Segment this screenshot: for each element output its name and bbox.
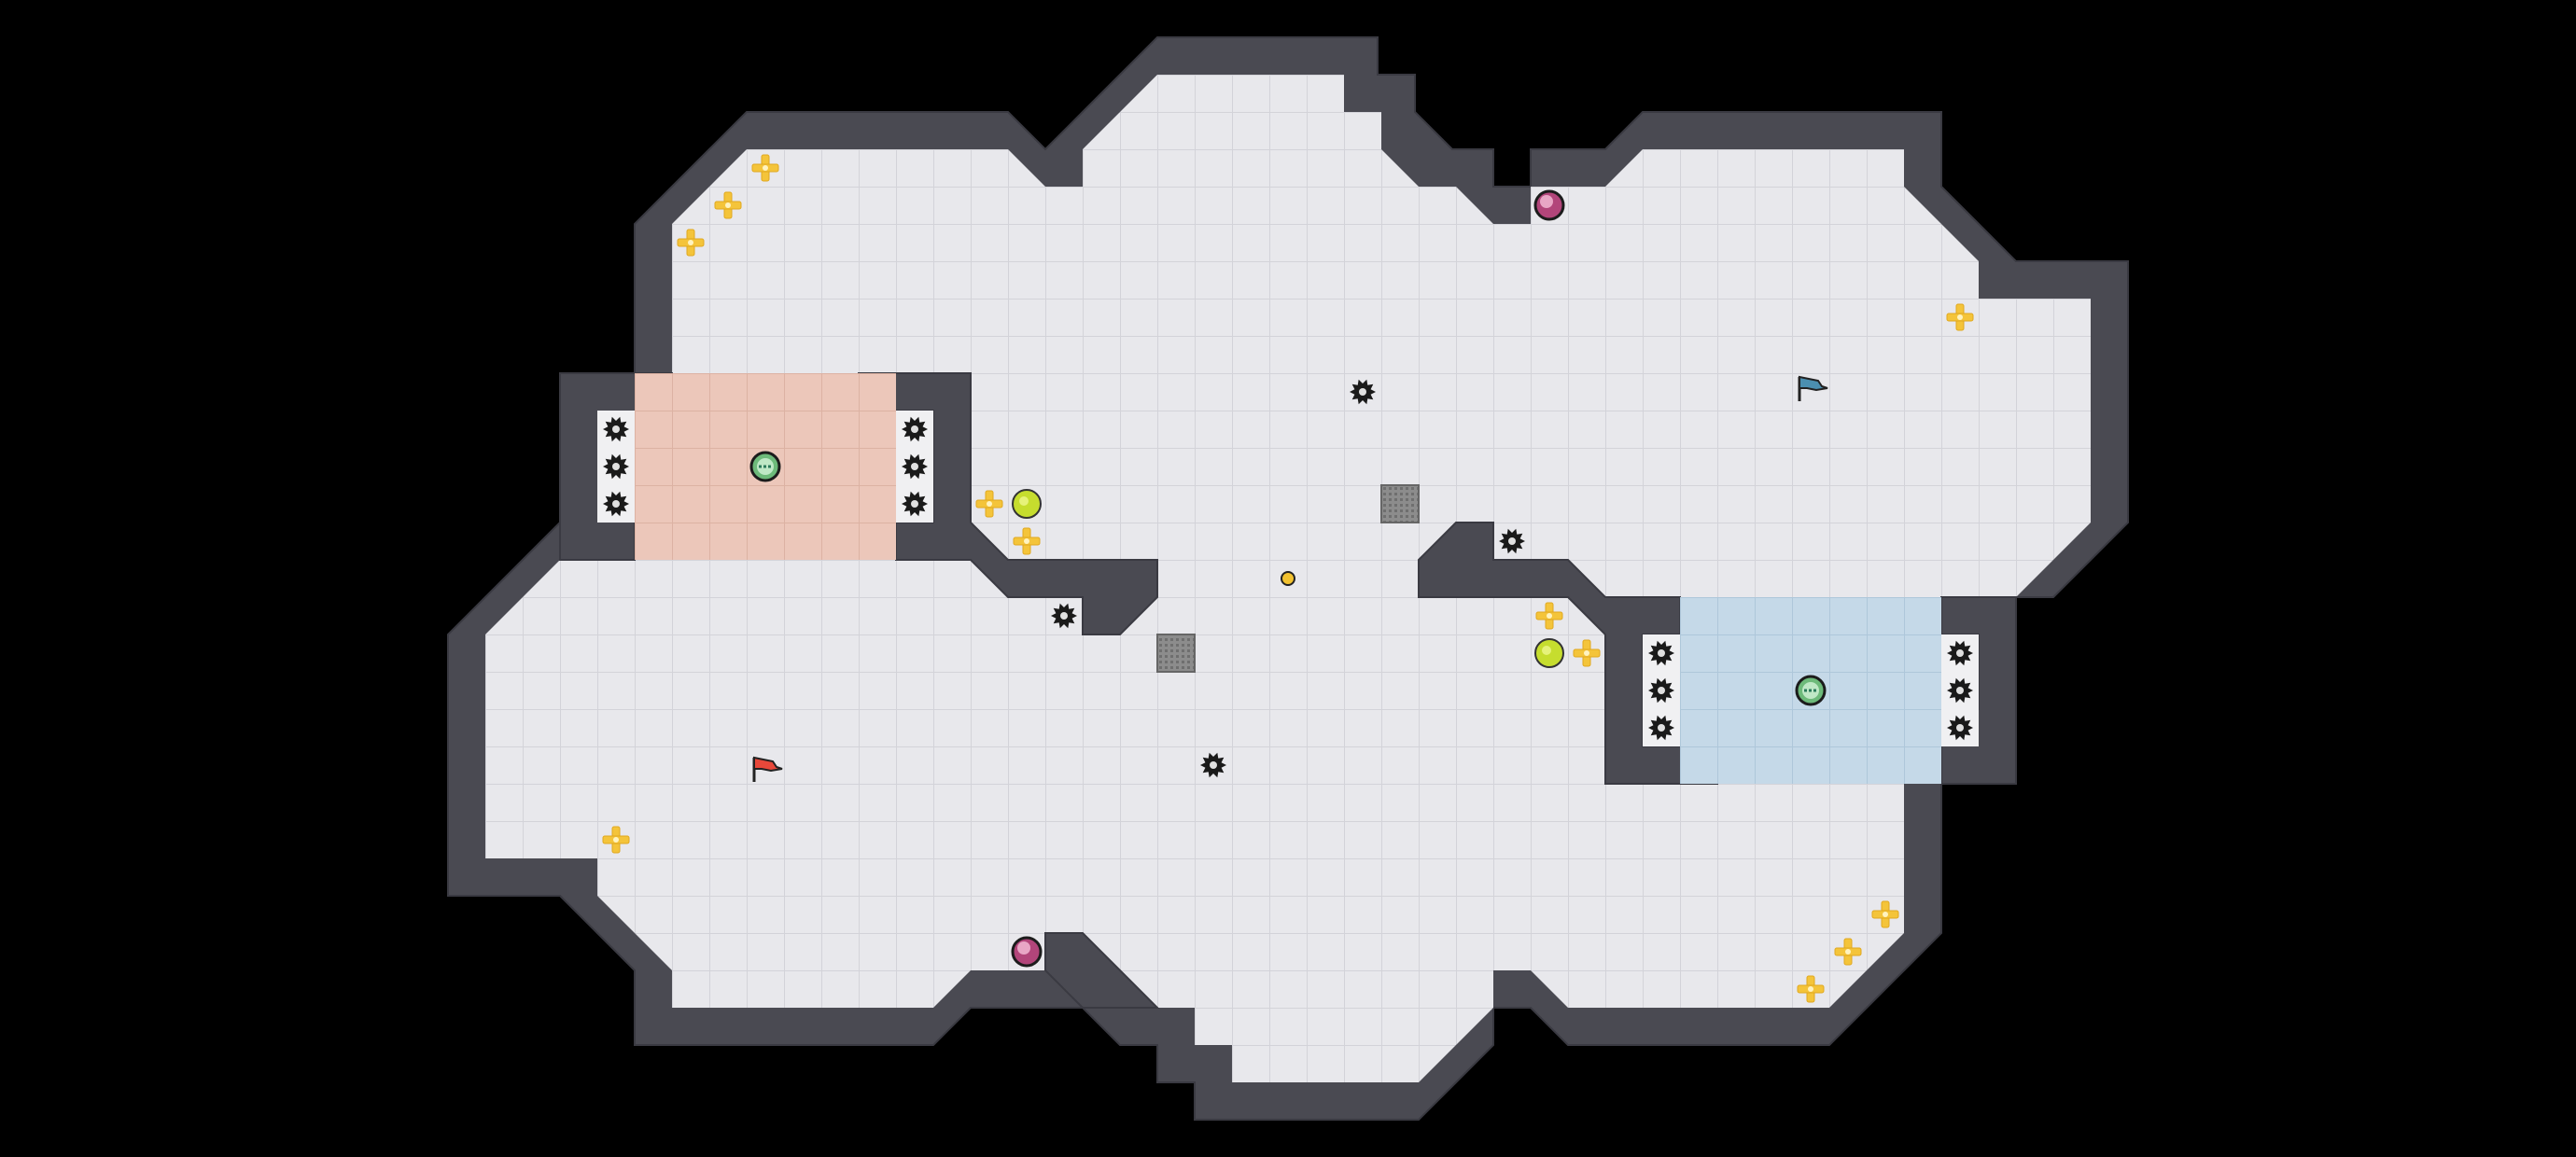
ball-icon <box>1281 571 1295 586</box>
teal-player-ball[interactable] <box>1795 675 1827 706</box>
powerups <box>1012 489 1564 668</box>
boost-pad-icon <box>677 229 705 257</box>
spikes <box>603 379 1973 778</box>
boost-pad-icon <box>1535 602 1563 630</box>
players <box>749 189 1827 968</box>
spike-icon <box>1051 603 1077 629</box>
spike-icon <box>1947 640 1973 666</box>
spike-icon <box>1648 677 1674 704</box>
red-player-ball[interactable] <box>1533 189 1565 221</box>
gate-tile <box>1156 634 1196 673</box>
gates <box>1156 484 1420 673</box>
spike-icon <box>1200 752 1226 778</box>
blue-flag-icon[interactable] <box>1798 375 1828 401</box>
boost-pad-icon <box>751 154 779 182</box>
spike-icon <box>1947 677 1973 704</box>
teal-player-ball[interactable] <box>749 451 781 482</box>
powerup-icon[interactable] <box>1012 489 1042 519</box>
spike-icon <box>1648 640 1674 666</box>
red-flag-icon[interactable] <box>752 756 783 782</box>
boost-pad-icon <box>1946 303 1974 331</box>
boost-pad-icon <box>1797 975 1825 1003</box>
spike-icon <box>1947 715 1973 741</box>
spike-icon <box>1350 379 1376 405</box>
spike-icon <box>603 453 629 480</box>
boost-pad-icon <box>1871 900 1899 928</box>
spike-icon <box>1648 715 1674 741</box>
spike-icon <box>603 416 629 442</box>
gate-tile <box>1380 484 1420 523</box>
boost-pad-icon <box>1013 527 1041 555</box>
spike-icon <box>902 453 928 480</box>
boost-pad-icon <box>602 826 630 854</box>
boost-pad-icon <box>975 490 1003 518</box>
boost-pad-icon <box>1834 938 1862 966</box>
boost-pads <box>602 154 1974 1003</box>
boost-pad-icon <box>714 191 742 219</box>
powerup-icon[interactable] <box>1534 638 1564 668</box>
boost-pad-icon <box>1573 639 1601 667</box>
red-player-ball[interactable] <box>1011 936 1043 968</box>
spike-icon <box>1499 528 1525 554</box>
spike-icon <box>902 416 928 442</box>
spike-icon <box>902 491 928 517</box>
spike-icon <box>603 491 629 517</box>
